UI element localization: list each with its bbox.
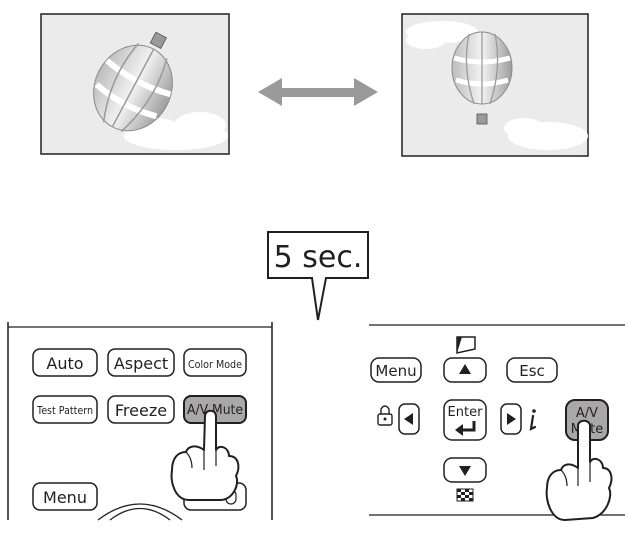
pressing-hand-icon-remote: [170, 409, 240, 501]
double-arrow-icon: [258, 78, 378, 106]
up-arrow-icon: [459, 364, 471, 374]
auto-button[interactable]: Auto: [32, 348, 98, 377]
color-mode-button-label: Color Mode: [188, 358, 242, 371]
test-pattern-icon: [456, 488, 474, 502]
right-arrow-icon: [507, 413, 516, 425]
info-icon: [529, 409, 537, 431]
directional-pad-ring[interactable]: [97, 503, 183, 521]
left-button[interactable]: [398, 403, 420, 435]
left-arrow-icon: [404, 413, 413, 425]
freeze-button-label: Freeze: [115, 401, 167, 420]
menu-button-panel-label: Menu: [375, 362, 416, 380]
balloon-left: [93, 31, 173, 133]
freeze-button[interactable]: Freeze: [107, 395, 175, 424]
enter-button-label: Enter: [448, 405, 484, 420]
balloon-right: [451, 31, 513, 125]
menu-button-remote[interactable]: Menu: [32, 482, 98, 511]
projected-image-left: [40, 13, 230, 155]
auto-button-label: Auto: [46, 354, 83, 373]
menu-button-panel[interactable]: Menu: [370, 357, 422, 383]
control-panel: Menu Esc Enter: [369, 324, 625, 521]
aspect-button[interactable]: Aspect: [107, 348, 175, 377]
av-mute-button-remote-label: A/V Mute: [187, 403, 243, 418]
enter-button[interactable]: Enter: [443, 399, 487, 441]
test-pattern-button-label: Test Pattern: [36, 404, 93, 417]
down-button[interactable]: [443, 457, 487, 483]
menu-button-remote-label: Menu: [43, 488, 87, 507]
lock-icon: [377, 405, 393, 426]
remote-control: Auto Aspect Color Mode Test Pattern Free…: [7, 322, 273, 521]
projected-image-right: [401, 13, 589, 157]
color-mode-button[interactable]: Color Mode: [183, 348, 247, 377]
up-button[interactable]: [443, 357, 487, 383]
enter-arrow-icon: [455, 421, 476, 436]
hold-duration-callout: 5 sec.: [267, 231, 369, 321]
hold-duration-label: 5 sec.: [274, 240, 363, 275]
av-mute-panel-label-line1: A/V: [576, 406, 598, 421]
down-arrow-icon: [459, 466, 471, 476]
pressing-hand-icon-panel: [545, 419, 613, 521]
keystone-icon: [456, 336, 476, 354]
cloud-right-top: [406, 21, 478, 49]
test-pattern-button[interactable]: Test Pattern: [32, 395, 98, 424]
esc-button-label: Esc: [519, 362, 545, 380]
esc-button[interactable]: Esc: [506, 357, 558, 383]
right-button[interactable]: [500, 403, 522, 435]
cloud-left: [124, 112, 228, 150]
cloud-right-bottom: [504, 118, 588, 150]
aspect-button-label: Aspect: [114, 354, 168, 373]
